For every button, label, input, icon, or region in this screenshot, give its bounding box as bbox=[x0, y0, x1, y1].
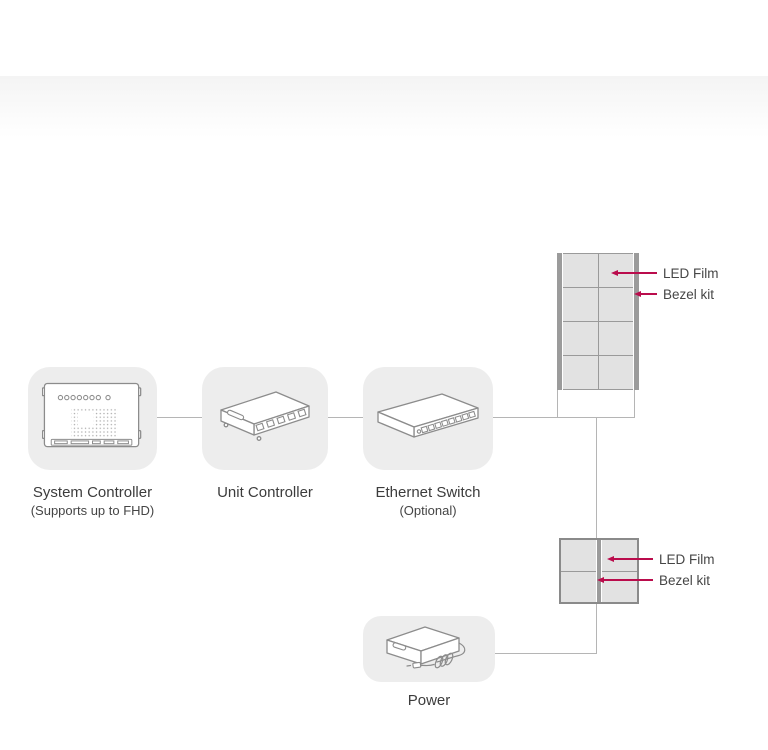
callout-label-bezel-kit: Bezel kit bbox=[663, 287, 715, 302]
connector-wall-to-wall bbox=[596, 417, 597, 538]
unit-controller-illustration bbox=[220, 391, 310, 441]
node-title: Power bbox=[407, 692, 451, 709]
connector-wall-stub-left bbox=[557, 390, 558, 418]
node-subtitle: (Optional) bbox=[399, 503, 457, 518]
led-film-tile bbox=[598, 288, 633, 321]
node-subtitle: (Supports up to FHD) bbox=[30, 503, 155, 518]
node-title: Unit Controller bbox=[217, 484, 313, 501]
connector-power-horizontal bbox=[495, 653, 597, 654]
node-label-ethernet-switch: Ethernet Switch (Optional) bbox=[353, 483, 503, 520]
node-card-unit-controller bbox=[202, 367, 328, 470]
connector-wall-to-power bbox=[596, 604, 597, 653]
bezel-bar-left bbox=[557, 253, 562, 390]
callout-arrow-led-film bbox=[607, 555, 653, 562]
led-film-tile bbox=[563, 322, 598, 355]
node-label-power: Power bbox=[354, 691, 504, 710]
node-card-ethernet-switch bbox=[363, 367, 493, 470]
node-title: Ethernet Switch bbox=[375, 484, 481, 501]
node-card-system-controller bbox=[28, 367, 157, 470]
led-film-tile bbox=[563, 356, 598, 389]
led-film-tile bbox=[563, 288, 598, 321]
system-controller-illustration bbox=[42, 382, 142, 448]
callout-label-bezel-kit: Bezel kit bbox=[659, 573, 711, 588]
callout-arrow-led-film bbox=[611, 269, 657, 276]
connector-switch-to-wall bbox=[493, 417, 635, 418]
led-film-tile bbox=[598, 356, 633, 389]
power-adapter-illustration bbox=[386, 626, 466, 669]
node-title: System Controller bbox=[32, 484, 153, 501]
node-card-power bbox=[363, 616, 495, 682]
connector-unit-to-switch bbox=[328, 417, 363, 418]
ethernet-switch-illustration bbox=[377, 393, 479, 438]
callout-arrow-bezel-kit bbox=[634, 290, 657, 297]
led-film-grid bbox=[563, 253, 633, 390]
connector-wall-stub-right bbox=[634, 390, 635, 418]
callout-arrow-bezel-kit bbox=[597, 576, 653, 583]
node-label-system-controller: System Controller (Supports up to FHD) bbox=[12, 483, 173, 520]
bezel-bar-middle bbox=[597, 540, 601, 602]
led-film-tile bbox=[602, 571, 637, 602]
led-wall-2x2 bbox=[559, 538, 639, 604]
led-film-grid bbox=[561, 540, 596, 602]
callout-label-led-film: LED Film bbox=[663, 266, 719, 281]
background-band bbox=[0, 76, 768, 138]
led-film-tile bbox=[561, 540, 596, 571]
bezel-bar-right bbox=[634, 253, 639, 390]
led-film-tile bbox=[563, 254, 598, 287]
led-film-tile bbox=[602, 540, 637, 571]
led-film-tile bbox=[598, 322, 633, 355]
node-label-unit-controller: Unit Controller bbox=[190, 483, 340, 502]
led-wall-4x2 bbox=[557, 253, 639, 390]
led-film-tile bbox=[561, 571, 596, 602]
connector-system-to-unit bbox=[157, 417, 202, 418]
callout-label-led-film: LED Film bbox=[659, 552, 715, 567]
led-film-grid bbox=[602, 540, 637, 602]
